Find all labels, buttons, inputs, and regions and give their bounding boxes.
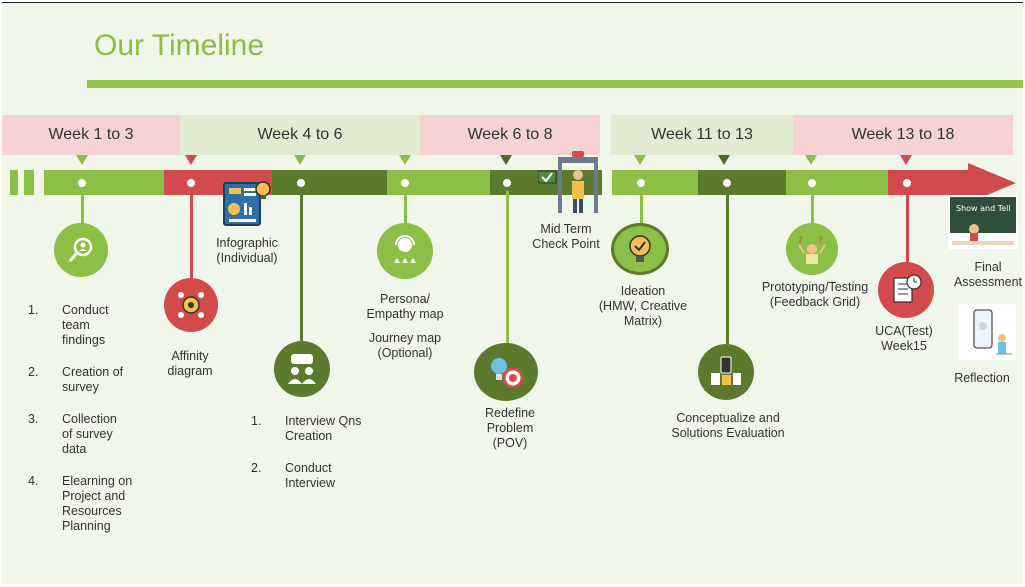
lightbulb-target-icon xyxy=(474,343,538,401)
devices-icon xyxy=(698,344,754,400)
lightbulb-check-icon xyxy=(611,223,669,275)
timeline-arrowhead xyxy=(968,163,1016,203)
connector-line xyxy=(300,191,303,341)
list-item-text: Collection of survey data xyxy=(62,412,117,456)
timeline-segment xyxy=(612,170,698,195)
list-item-number: 3. xyxy=(28,412,39,426)
marker-triangle xyxy=(399,155,411,165)
redefine-label: Redefine Problem (POV) xyxy=(484,406,536,450)
svg-text:?: ? xyxy=(818,236,823,246)
timeline-segment xyxy=(44,170,164,195)
timeline-node xyxy=(74,175,90,191)
phone-reflection-icon xyxy=(958,304,1016,360)
journey-label: Journey map (Optional) xyxy=(368,331,442,360)
timeline-node xyxy=(293,175,309,191)
marker-triangle xyxy=(805,155,817,165)
connector-line xyxy=(640,191,643,225)
list-item-text: Interview Qns Creation xyxy=(285,414,362,443)
list-item-text: Elearning on Project and Resources Plann… xyxy=(62,474,133,533)
marker-triangle xyxy=(634,155,646,165)
list-item-number: 2. xyxy=(251,461,262,475)
title-underline xyxy=(87,80,1023,88)
final-assessment-label: Final Assessment xyxy=(953,260,1023,289)
connector-line xyxy=(506,191,509,346)
week-band-3: Week 6 to 8 xyxy=(420,115,600,155)
week-band-2: Week 4 to 6 xyxy=(180,115,420,155)
svg-text:?: ? xyxy=(798,236,803,246)
connector-line xyxy=(726,191,729,344)
list-item-text: Conduct Interview xyxy=(285,461,336,490)
list-item: 3. Collection of survey data xyxy=(28,412,132,457)
week-band-1: Week 1 to 3 xyxy=(2,115,180,155)
connector-line xyxy=(906,191,909,264)
marker-triangle xyxy=(76,155,88,165)
affinity-label: Affinity diagram xyxy=(167,349,213,378)
show-and-tell-text: Show and Tell xyxy=(956,204,1011,213)
timeline-segment xyxy=(698,170,786,195)
timeline-node xyxy=(397,175,413,191)
list-item-number: 1. xyxy=(251,414,262,428)
list-item: 1. Interview Qns Creation xyxy=(251,414,361,444)
list-item: 2. Conduct Interview xyxy=(251,461,361,491)
prototyping-label: Prototyping/Testing (Feedback Grid) xyxy=(761,280,869,309)
timeline-segment xyxy=(10,170,18,195)
timeline-segment xyxy=(24,170,34,195)
uca-label: UCA(Test) Week15 xyxy=(875,324,933,353)
list-item: 4. Elearning on Project and Resources Pla… xyxy=(28,474,132,534)
timeline-segment xyxy=(786,170,888,195)
list-item: 1. Conduct team findings xyxy=(28,303,132,348)
page-title: Our Timeline xyxy=(94,29,265,62)
marker-triangle xyxy=(900,155,912,165)
support-agent-icon xyxy=(377,223,433,279)
connector-line xyxy=(404,191,407,225)
connector-line xyxy=(811,191,814,225)
week1-task-list: 1. Conduct team findings 2. Creation of sur… xyxy=(28,303,132,551)
board-icon: Show and Tell xyxy=(948,195,1018,249)
magnifier-person-icon xyxy=(54,223,108,277)
connector-line xyxy=(190,191,193,278)
timeline-node xyxy=(804,175,820,191)
timeline-node xyxy=(899,175,915,191)
connector-line xyxy=(81,191,84,225)
ideation-label: Ideation (HMW, Creative Matrix) xyxy=(598,284,688,328)
week4-task-list: 1. Interview Qns Creation 2. Conduct Interv… xyxy=(251,414,361,508)
scanner-person-icon xyxy=(538,151,598,213)
list-item-number: 2. xyxy=(28,365,39,379)
reflection-label: Reflection xyxy=(954,371,1010,385)
team-icon xyxy=(274,341,330,397)
infographic-icon xyxy=(223,181,271,226)
timeline-node xyxy=(183,175,199,191)
timeline-node xyxy=(633,175,649,191)
affinity-gear-icon xyxy=(164,278,218,332)
persona-label: Persona/ Empathy map xyxy=(366,292,444,321)
timeline-segment xyxy=(272,170,387,195)
list-item-number: 4. xyxy=(28,474,39,488)
list-item-text: Creation of survey xyxy=(62,365,124,394)
midterm-label: Mid Term Check Point xyxy=(532,222,600,251)
marker-triangle xyxy=(718,155,730,165)
checklist-clock-icon xyxy=(878,262,934,318)
week-band-4: Week 11 to 13 xyxy=(611,115,793,155)
list-item-text: Conduct team findings xyxy=(62,303,109,347)
list-item: 2. Creation of survey xyxy=(28,365,132,395)
infographic-label: Infographic (Individual) xyxy=(216,236,278,265)
marker-triangle xyxy=(185,155,197,165)
marker-triangle xyxy=(294,155,306,165)
list-item-number: 1. xyxy=(28,303,39,317)
week-band-5: Week 13 to 18 xyxy=(793,115,1013,155)
prototype-person-icon: ? ? xyxy=(786,223,838,275)
timeline-node xyxy=(499,175,515,191)
conceptualize-label: Conceptualize and Solutions Evaluation xyxy=(671,411,785,440)
timeline-node xyxy=(719,175,735,191)
marker-triangle xyxy=(500,155,512,165)
